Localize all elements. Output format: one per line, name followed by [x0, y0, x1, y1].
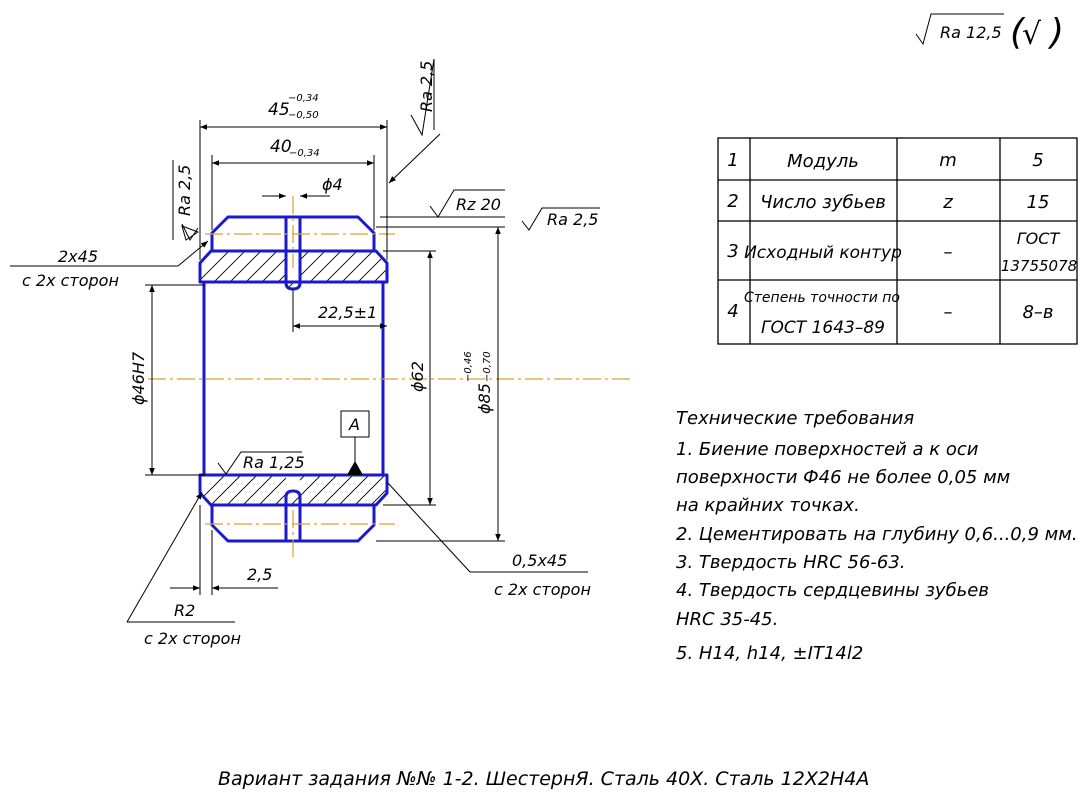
general-roughness: Ra 12,5 ( √ )	[915, 12, 1064, 53]
table-row-4-sym: –	[944, 302, 953, 323]
table-row-1-n: 1	[727, 150, 738, 171]
requirement-line-3: на крайних точках.	[676, 495, 860, 516]
dim-hole-offset: 22,5±1	[318, 303, 377, 322]
table-row-3-n: 3	[727, 241, 738, 262]
table-row-3-val2: 13755078	[1001, 257, 1077, 275]
dim-outer-lower: −0,70	[482, 351, 493, 382]
bracket-open: (	[1010, 12, 1026, 53]
table-row-4-val: 8–в	[1022, 302, 1053, 323]
requirement-line-6: 4. Твердость сердцевины зубьев	[676, 580, 989, 601]
dimensions: 45 −0,34 −0,50 40 −0,34 ϕ4 22,5±1 ϕ46H7 …	[10, 93, 591, 648]
table-row-2-n: 2	[727, 191, 738, 212]
radius-note: с 2х сторон	[144, 629, 241, 648]
dim-hole-dia: ϕ4	[322, 175, 343, 194]
chamfer-right: 0,5x45	[512, 551, 567, 570]
general-roughness-text: Ra 12,5	[940, 23, 1002, 42]
requirement-line-8: 5. H14, h14, ±IT14l2	[676, 643, 863, 664]
requirements-title: Технические требования	[676, 408, 914, 429]
datum-label: A	[348, 415, 360, 434]
params-table: 1 Модуль m 5 2 Число зубьев z 15 3 Исход…	[717, 137, 1078, 345]
table-row-4-name: Степень точности по	[744, 290, 900, 306]
requirement-line-7: HRC 35-45.	[676, 609, 778, 630]
dim-bore: ϕ46H7	[129, 351, 148, 405]
requirement-line-4: 2. Цементировать на глубину 0,6...0,9 мм…	[676, 524, 1078, 545]
dim-45-upper: −0,34	[288, 93, 319, 104]
bracket-close: )	[1047, 12, 1064, 53]
dim-40-tol: −0,34	[289, 148, 320, 159]
table-row-3-sym: –	[944, 242, 953, 263]
roughness-symbols: Ra 2,5 Ra 2,5 Rz 20 Ra 2,5 Ra 1,25	[172, 58, 600, 475]
table-row-1-sym: m	[939, 150, 957, 171]
table-row-4-name2: ГОСТ 1643–89	[761, 318, 885, 338]
chamfer-left: 2x45	[58, 247, 98, 266]
requirement-line-5: 3. Твердость HRC 56-63.	[676, 552, 906, 573]
radius: R2	[174, 601, 195, 620]
dim-45: 45	[268, 100, 290, 120]
chamfer-right-note: с 2х сторон	[494, 580, 591, 599]
dim-45-lower: −0,50	[288, 110, 319, 121]
table-row-1-name: Модуль	[787, 151, 859, 172]
table-row-2-sym: z	[942, 192, 953, 213]
roughness-bore: Ra 1,25	[243, 453, 305, 472]
table-row-3-name: Исходный контур	[744, 243, 902, 263]
dim-inner: ϕ62	[408, 361, 427, 392]
roughness-outer: Ra 2,5	[547, 210, 598, 229]
requirement-line-2: поверхности Ф46 не более 0,05 мм	[676, 467, 1010, 488]
dim-outer-upper: −0,46	[463, 351, 474, 382]
roughness-face: Ra 2,5	[175, 165, 194, 216]
check-icon: √	[1022, 17, 1042, 52]
dim-outer: ϕ85	[475, 383, 494, 414]
roughness-rz: Rz 20	[456, 195, 501, 214]
roughness-top: Ra 2,5	[417, 61, 436, 112]
datum-triangle	[347, 461, 363, 475]
table-row-2-name: Число зубьев	[760, 192, 886, 213]
gear-section	[148, 196, 630, 560]
table-row-4-n: 4	[727, 301, 738, 322]
requirement-line-1: 1. Биение поверхностей а к оси	[676, 439, 979, 460]
dim-step: 2,5	[247, 565, 272, 584]
table-row-3-val: ГОСТ	[1017, 229, 1061, 248]
dim-40: 40	[270, 137, 292, 157]
table-row-1-val: 5	[1032, 150, 1043, 171]
table-row-2-val: 15	[1027, 192, 1050, 213]
technical-requirements: Технические требования 1. Биение поверхн…	[676, 408, 1078, 664]
chamfer-left-note: с 2х сторон	[22, 271, 119, 290]
drawing-caption: Вариант задания №№ 1-2. ШестернЯ. Сталь …	[218, 768, 869, 790]
